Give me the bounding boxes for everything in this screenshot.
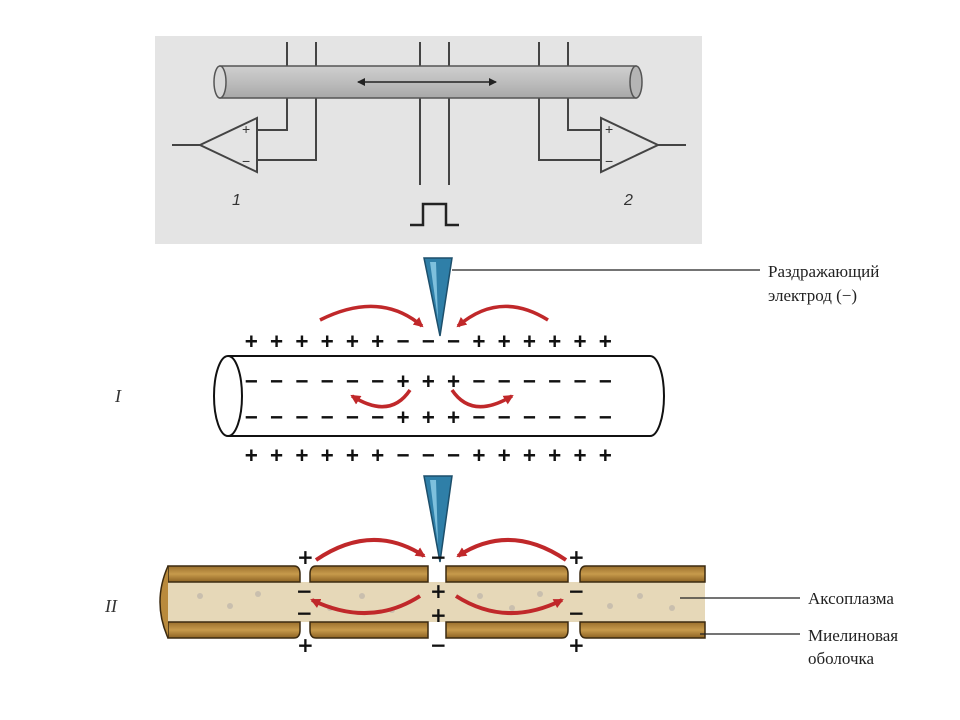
axoplasm <box>165 582 705 622</box>
node2-outer-bottom: − <box>430 633 447 657</box>
charges-top-inner: − − − − − − + + + − − − − − − <box>245 369 612 393</box>
amplifier-1: + − <box>172 116 258 174</box>
amp1-plus: + <box>242 121 250 137</box>
myelinated-fiber <box>159 565 706 639</box>
node2-inner-bottom: + <box>430 603 447 627</box>
current-arrows-fiber-II <box>310 538 568 616</box>
charges-bottom-outer: + + + + + + − − − + + + + + + <box>245 443 612 467</box>
stimulating-electrode-2 <box>423 475 453 563</box>
current-arrows-fiber-I <box>319 304 549 409</box>
node3-outer-top: + <box>568 545 585 569</box>
amp1-label: 1 <box>232 192 241 209</box>
amp2-minus: − <box>605 153 613 169</box>
axoplasm-texture <box>197 591 675 613</box>
myelin-label-line1: Миелиновая <box>808 626 898 645</box>
axoplasm-label: Аксоплазма <box>808 589 894 608</box>
unmyelinated-fiber <box>213 355 665 437</box>
node2-inner-top: + <box>430 579 447 603</box>
node1-outer-top: + <box>297 545 314 569</box>
node-charges: + − − + − + + − + − − + <box>296 545 585 657</box>
node3-outer-bottom: + <box>568 633 585 657</box>
roman-numeral-I: I <box>114 386 122 406</box>
node1-outer-bottom: + <box>297 633 314 657</box>
electrode-label-line2: электрод (−) <box>768 286 857 305</box>
node1-inner-bottom: − <box>296 601 313 625</box>
amp2-label: 2 <box>623 192 633 209</box>
node2-outer-top: − <box>430 545 447 569</box>
node3-inner-bottom: − <box>568 601 585 625</box>
charges-top-outer: + + + + + + − − − + + + + + + <box>245 329 612 353</box>
stimulus-pulse-icon <box>410 202 459 227</box>
node3-inner-top: − <box>568 579 585 603</box>
myelin-label-line2: оболочка <box>808 649 875 668</box>
node1-inner-top: − <box>296 579 313 603</box>
recording-setup-panel: + − 1 + − 2 <box>155 36 702 244</box>
stimulating-electrode-1 <box>423 257 453 337</box>
myelin-sheath-bottom <box>167 621 706 639</box>
amp1-minus: − <box>242 153 250 169</box>
myelin-sheath-top <box>167 565 706 583</box>
amplifier-2: + − <box>600 116 686 174</box>
roman-numeral-II: II <box>104 596 118 616</box>
charges-bottom-inner: − − − − − − + + + − − − − − − <box>245 405 612 429</box>
nerve-fiber-top <box>213 65 643 99</box>
electrode-label-line1: Раздражающий <box>768 262 879 281</box>
amp2-plus: + <box>605 121 613 137</box>
